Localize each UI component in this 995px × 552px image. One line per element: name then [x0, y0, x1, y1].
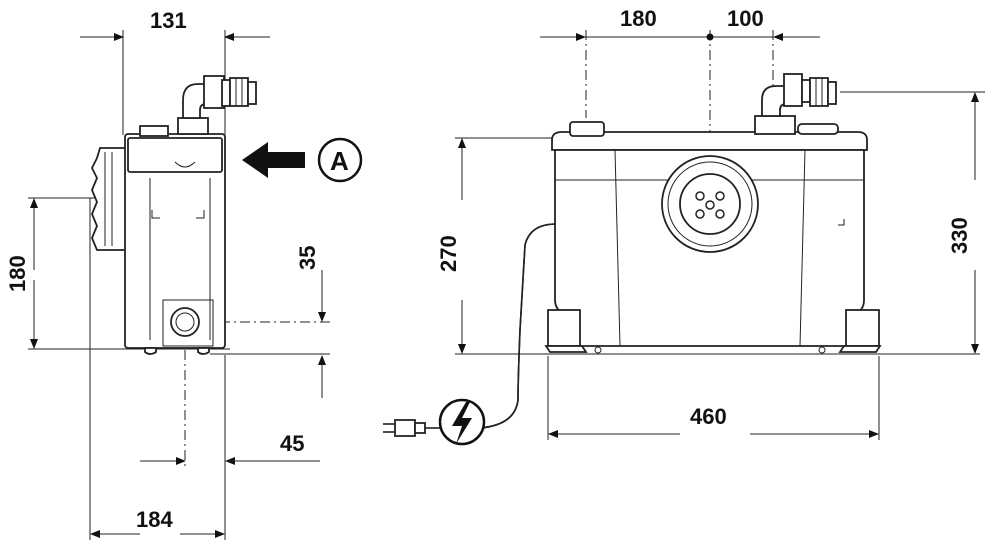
dim-label-184: 184 — [136, 507, 173, 532]
dim-label-180-side: 180 — [5, 255, 30, 292]
dim-label-100: 100 — [727, 6, 764, 31]
dimension-131: 131 — [80, 8, 270, 41]
dimension-460: 460 — [548, 404, 879, 438]
view-marker-label: A — [330, 146, 349, 176]
dim-label-35: 35 — [295, 246, 320, 270]
dimension-180-100: 180 100 — [540, 6, 820, 41]
power-cable — [383, 223, 557, 446]
dimension-184: 184 — [90, 507, 225, 538]
arrow-left-icon — [242, 142, 305, 178]
front-view: 180 100 270 330 460 — [383, 6, 985, 446]
pump-body-side — [90, 75, 257, 355]
dimension-330: 330 — [947, 92, 979, 354]
side-view: 131 180 35 45 184 — [5, 8, 363, 540]
pump-body-front — [544, 73, 882, 354]
view-arrow-a: A — [242, 137, 363, 183]
dimension-180-side: 180 — [5, 198, 38, 349]
dim-label-330: 330 — [947, 217, 972, 254]
dim-label-45: 45 — [280, 431, 304, 456]
dim-label-460: 460 — [690, 404, 727, 429]
dim-label-131: 131 — [150, 8, 187, 33]
dim-label-180-front: 180 — [620, 6, 657, 31]
plug-icon — [394, 419, 416, 437]
view-marker-circle — [317, 137, 363, 183]
dim-label-270: 270 — [436, 235, 461, 272]
dimension-35: 35 — [295, 246, 326, 398]
dimension-270: 270 — [436, 138, 466, 354]
dimension-45: 45 — [140, 431, 320, 465]
